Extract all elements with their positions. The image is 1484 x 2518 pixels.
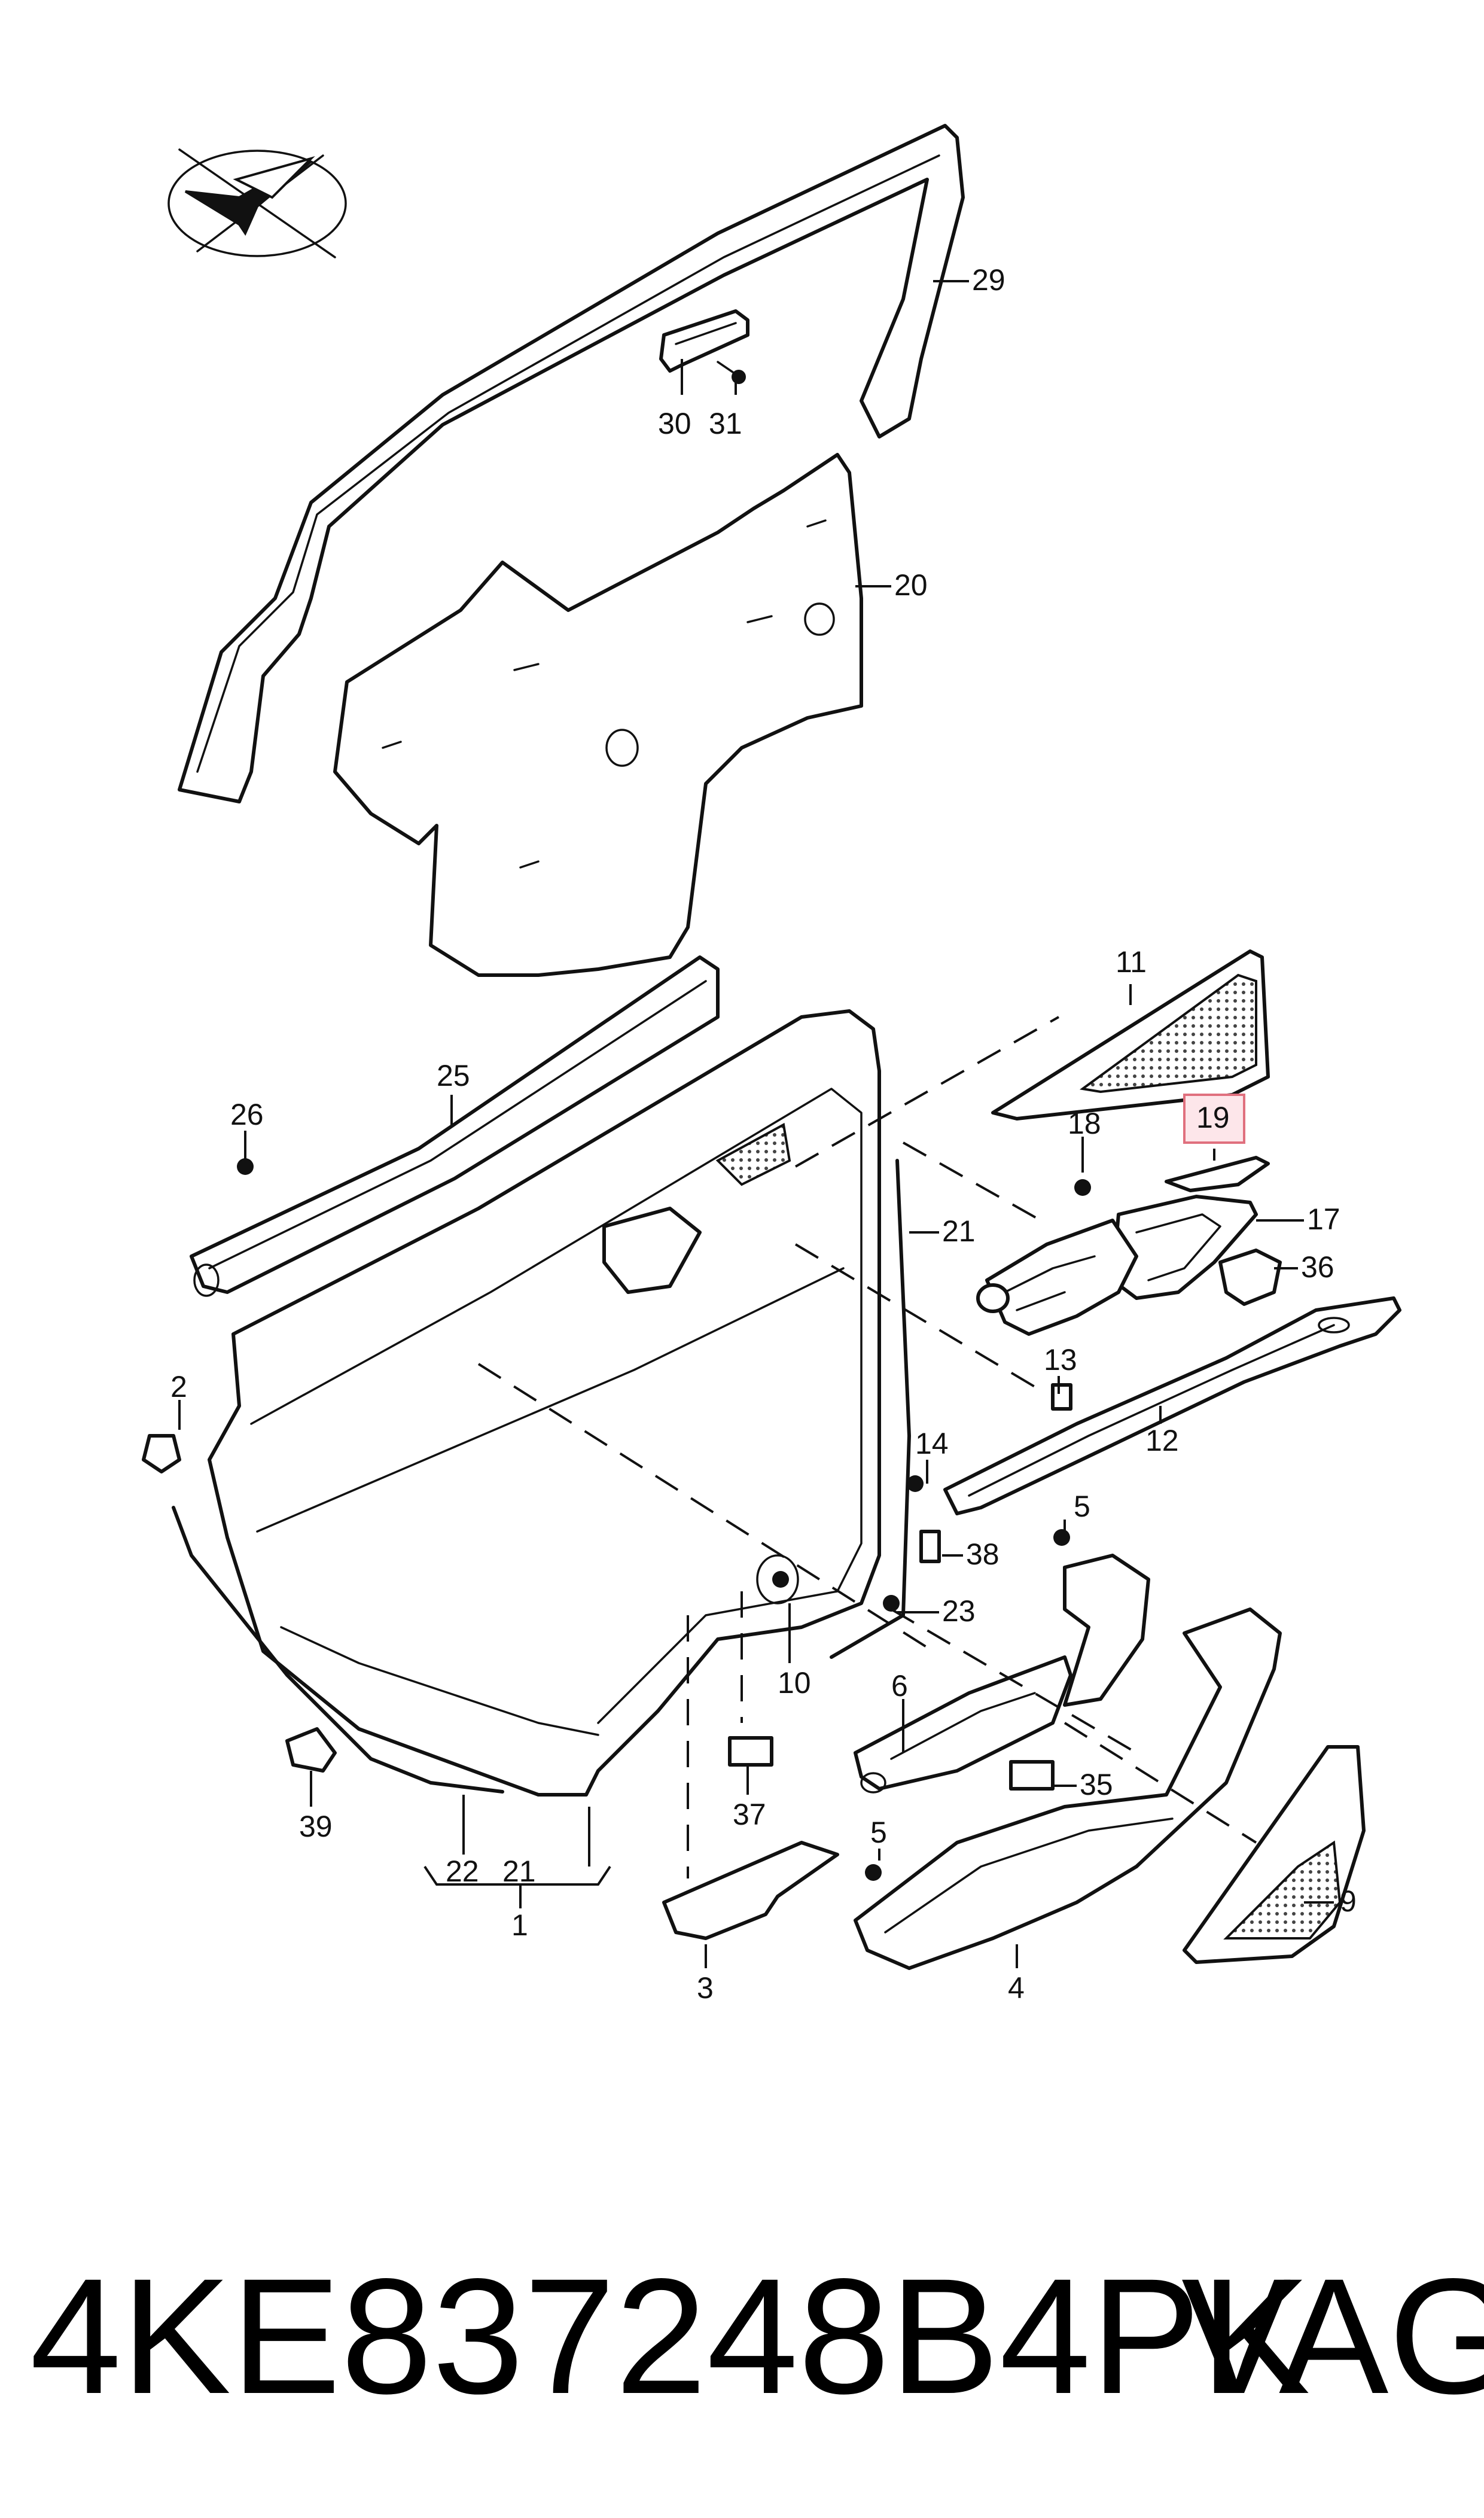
part-36-bracket [1218,1249,1282,1306]
callout-29: 29 [972,263,1005,297]
callout-5-upper: 5 [1074,1490,1090,1523]
part-3-storage-tray [662,1841,839,1940]
part-31-screw [717,361,746,384]
part-2-clip [142,1434,181,1473]
part-number: 4KE837248B4PK [30,2245,1311,2428]
armrest-bracket [1063,1554,1150,1707]
callout-1: 1 [511,1908,528,1942]
callout-30: 30 [658,407,691,440]
part-37-switch [728,1736,773,1767]
callout-3: 3 [697,1971,714,2005]
callout-14: 14 [915,1427,949,1460]
callout-35: 35 [1080,1768,1113,1801]
callout-18: 18 [1068,1107,1101,1140]
callout-9: 9 [1340,1884,1357,1918]
callout-13: 13 [1044,1343,1077,1377]
leader-lines [178,280,1334,1968]
part-9-speaker-grille [1183,1745,1366,1964]
part-19-trim-piece [1165,1156,1270,1192]
part-29-window-frame-trim [178,124,965,803]
part-25-inner-window-seal [190,955,720,1297]
callout-31: 31 [709,407,742,440]
callout-26: 26 [230,1098,264,1131]
part-4-armrest [854,1607,1282,1970]
callout-10: 10 [778,1666,811,1700]
part-30-grab-handle [659,309,749,373]
callout-37: 37 [733,1798,766,1831]
part-39-cap [285,1727,337,1773]
callout-21-seal: 21 [942,1214,976,1248]
callout-38: 38 [966,1537,1000,1571]
part-5-screw [1053,1529,1070,1546]
callout-22: 22 [446,1855,479,1888]
part-12-trim-strip [943,1296,1401,1515]
part-13-clip [1051,1383,1072,1411]
callout-20: 20 [894,568,928,602]
callout-36: 36 [1301,1250,1334,1284]
callout-17: 17 [1307,1202,1340,1236]
part-22-seal-strip [172,1506,504,1794]
highlight-box-19 [1183,1094,1245,1144]
brand-name: VAG [1181,2245,1484,2428]
dashed-guide-lines [477,1016,1257,1878]
callout-25: 25 [437,1059,470,1092]
door-lock-mechanism [976,1219,1138,1336]
part-1-door-trim-panel [208,1009,881,1797]
callout-6: 6 [891,1669,908,1703]
callout-23: 23 [942,1594,976,1628]
callout-39: 39 [299,1810,333,1843]
callout-12: 12 [1145,1424,1179,1457]
part-35-switch [1009,1760,1055,1791]
part-23-screw [883,1595,900,1612]
callout-21-lower: 21 [502,1855,536,1888]
part-26-screw [237,1158,254,1175]
part-11-triangle-grille [991,949,1270,1121]
part-6-switch-panel [854,1655,1072,1794]
callout-19: 19 [1196,1101,1230,1134]
orientation-icon [167,148,347,258]
part-21-seal-strip [830,1159,911,1659]
callout-11: 11 [1116,945,1147,979]
part-18-screw [1074,1179,1091,1196]
part-10-screw [772,1571,789,1588]
part-14-screw [907,1475,924,1492]
part-20-vapor-barrier [333,453,863,977]
callout-2: 2 [170,1370,187,1403]
callout-labels: 29 30 31 20 11 19 18 17 36 25 26 21 13 1… [170,263,1357,2005]
callout-5-lower: 5 [870,1816,887,1849]
part-5-screw [865,1864,882,1881]
part-38-clip [919,1530,941,1563]
callout-4: 4 [1008,1971,1025,2005]
